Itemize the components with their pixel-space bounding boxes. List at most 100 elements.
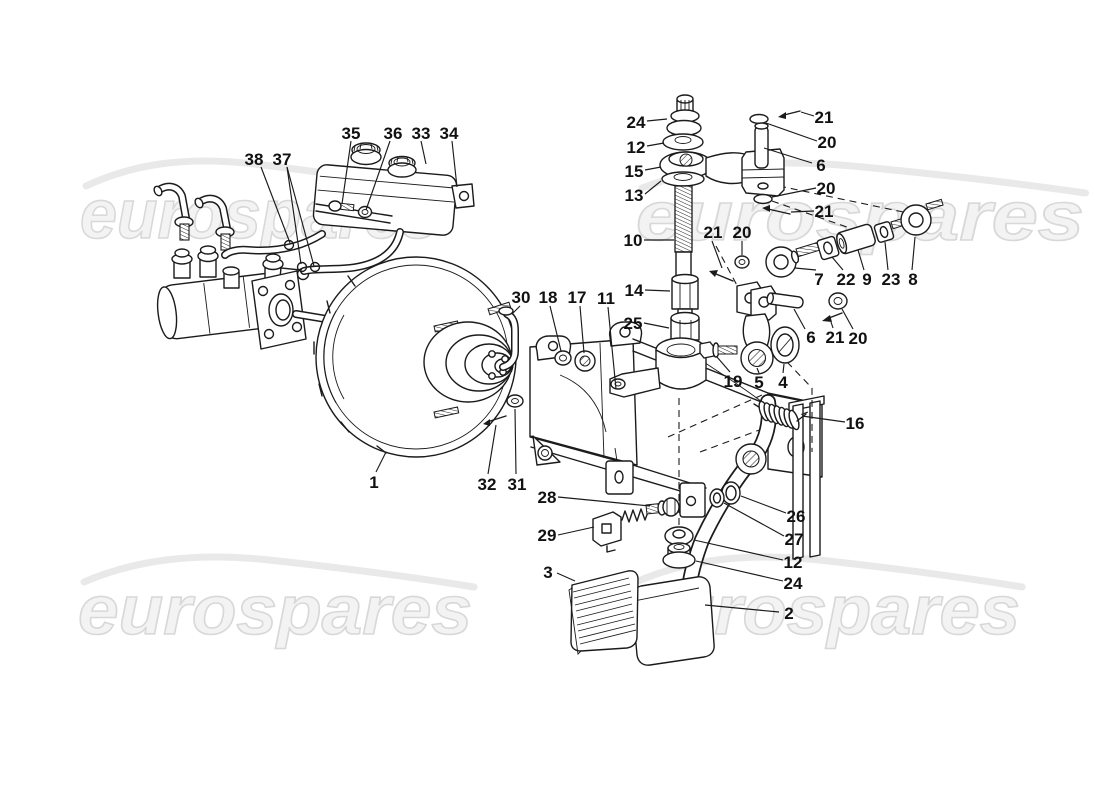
brake-booster: [313, 256, 524, 458]
callout-leader: [723, 502, 785, 537]
callout-leader: [607, 306, 617, 390]
washer-13: [661, 171, 705, 187]
callout-leader: [716, 356, 731, 373]
bolt-19: [699, 341, 738, 359]
callout-label-20: 20: [818, 133, 837, 152]
nut-23: [873, 221, 895, 243]
callout-label-3: 3: [543, 563, 552, 582]
nut-22: [816, 235, 840, 261]
callout-leader: [801, 415, 846, 423]
callout-leader: [884, 241, 889, 271]
callout-leader: [556, 572, 576, 582]
callout-label-12: 12: [627, 138, 646, 157]
callout-label-19: 19: [724, 372, 743, 391]
split-pin-21-left: [709, 270, 734, 282]
callout-leader: [857, 249, 865, 271]
callout-label-24: 24: [627, 113, 646, 132]
callout-label-34: 34: [440, 124, 459, 143]
callout-leader: [646, 142, 665, 147]
nut-28: [662, 497, 680, 517]
callout-leader: [451, 140, 458, 188]
callout-leader: [704, 604, 780, 613]
callout-label-21: 21: [815, 108, 834, 127]
callout-leader: [763, 147, 813, 164]
hose-clamp-37a: [296, 261, 308, 273]
pushrod-assembly: [609, 94, 785, 398]
washer-20-top: [749, 113, 769, 125]
callout-leader: [286, 166, 315, 267]
washer-18: [554, 350, 572, 366]
callout-leader: [711, 240, 723, 269]
pin-6-horizontal: [766, 292, 804, 309]
callout-label-7: 7: [814, 270, 823, 289]
callout-leader: [375, 451, 387, 473]
callout-leader: [790, 210, 815, 213]
callout-leader: [644, 180, 662, 195]
return-spring-16: [753, 400, 807, 431]
callout-label-6: 6: [806, 328, 815, 347]
callout-leader: [341, 140, 352, 205]
split-pin-21-mid: [762, 205, 791, 215]
callout-label-31: 31: [508, 475, 527, 494]
watermark-text: eurospares: [78, 571, 472, 649]
master-cylinder: [156, 245, 336, 350]
callout-leader: [794, 267, 817, 271]
callout-label-32: 32: [478, 475, 497, 494]
callout-label-9: 9: [862, 270, 871, 289]
callout-leader: [740, 495, 787, 514]
callout-label-11: 11: [597, 289, 615, 308]
callout-label-27: 27: [785, 530, 804, 549]
callout-label-20: 20: [849, 329, 868, 348]
pedal-pad-3: [568, 570, 639, 655]
stop-screw: [592, 497, 680, 553]
callout-leader: [365, 140, 391, 211]
callout-label-16: 16: [846, 414, 865, 433]
callout-label-30: 30: [512, 288, 531, 307]
callout-label-15: 15: [625, 162, 644, 181]
seal-4: [770, 326, 800, 364]
callout-label-25: 25: [624, 314, 643, 333]
callout-leader: [831, 256, 844, 271]
callout-leader: [793, 308, 806, 330]
callout-label-36: 36: [384, 124, 403, 143]
callout-leader: [782, 363, 785, 374]
watermark-swoosh: [80, 553, 478, 591]
callout-label-21: 21: [704, 223, 723, 242]
sleeve-9: [836, 223, 876, 255]
clevis-pin-group-top: [749, 110, 801, 215]
callout-label-14: 14: [625, 281, 644, 300]
split-pin-21-right: [822, 312, 843, 322]
callout-leader: [514, 408, 517, 475]
callout-leader: [557, 526, 595, 536]
callout-label-21: 21: [826, 328, 845, 347]
callout-label-12: 12: [784, 553, 803, 572]
callout-leader: [644, 289, 671, 292]
callout-label-20: 20: [733, 223, 752, 242]
callout-label-26: 26: [787, 507, 806, 526]
callout-label-23: 23: [882, 270, 901, 289]
callout-label-24: 24: [784, 574, 803, 593]
callout-leader: [771, 187, 817, 198]
callout-leader: [643, 322, 670, 329]
callout-label-35: 35: [342, 124, 361, 143]
split-pin-21-top: [778, 110, 801, 119]
callout-leader: [260, 166, 291, 244]
pin-6-vertical: [754, 125, 769, 169]
callout-leader: [286, 166, 302, 265]
pin-32: [483, 415, 507, 426]
callout-label-6: 6: [816, 156, 825, 175]
pushrod-10: [674, 185, 693, 253]
callout-label-4: 4: [778, 373, 788, 392]
hose-clamp-37b: [309, 261, 321, 273]
pedal-foot-plate: [630, 576, 715, 666]
callout-leader: [830, 321, 834, 329]
callout-label-17: 17: [568, 288, 587, 307]
callout-label-37: 37: [273, 150, 292, 169]
washer-20-left: [734, 255, 750, 269]
callout-label-20: 20: [817, 179, 836, 198]
callout-leader: [420, 140, 427, 165]
brake-pipe-fittings: [153, 182, 235, 251]
